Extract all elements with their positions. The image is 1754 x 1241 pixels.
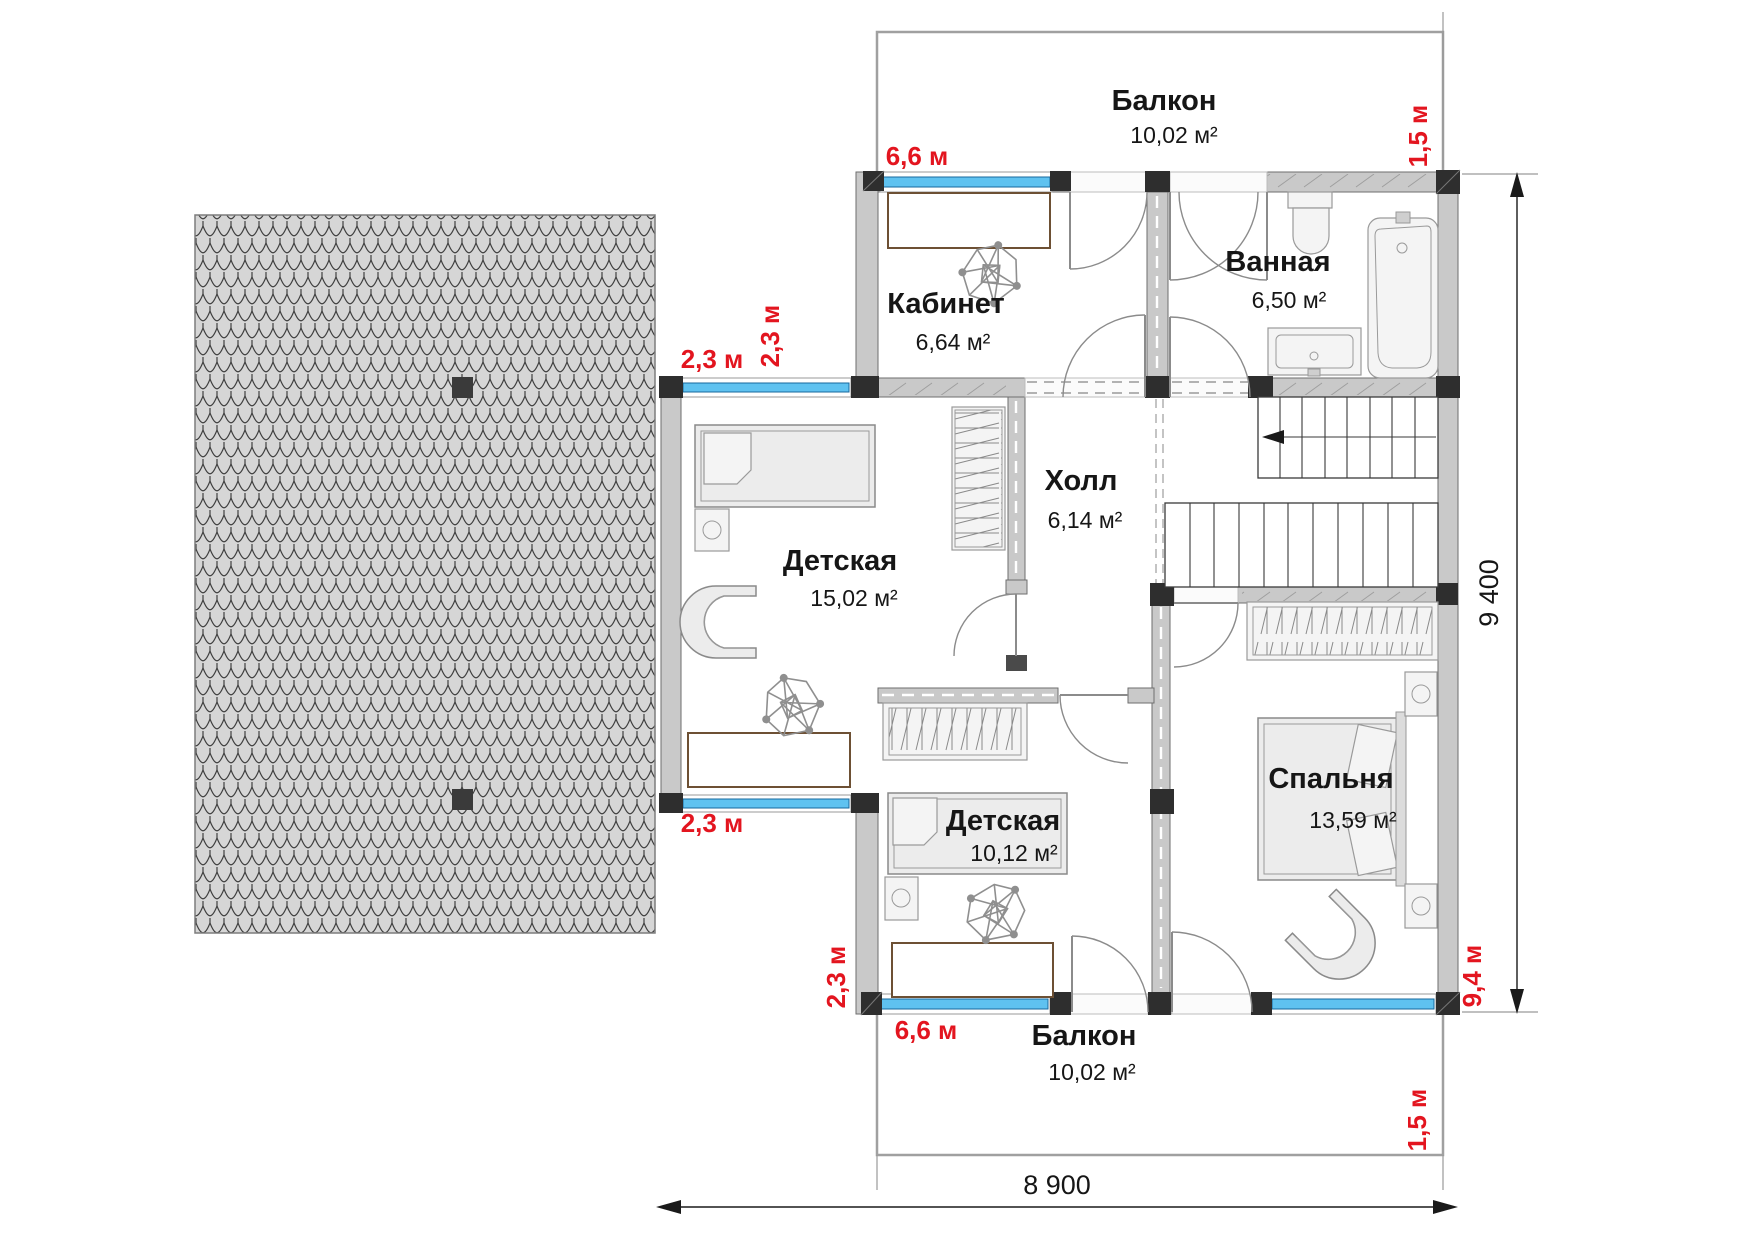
dim-label: 6,6 м bbox=[895, 1015, 958, 1045]
wall-left-kids-large bbox=[660, 377, 682, 813]
room-label: Спальня bbox=[1268, 763, 1393, 795]
doors bbox=[953, 191, 1268, 1013]
headboard bbox=[1395, 711, 1407, 887]
wall-left-upper bbox=[855, 171, 879, 398]
dim-label: 2,3 м bbox=[755, 305, 785, 368]
sink-icon bbox=[1267, 327, 1362, 376]
post-braces bbox=[860, 169, 1461, 1016]
room-area: 6,64 м² bbox=[916, 329, 991, 355]
door-arc-office bbox=[1062, 314, 1146, 398]
dim-label: 1,5 м bbox=[1403, 105, 1433, 168]
door-arc-kids-small bbox=[1059, 694, 1129, 764]
window-kids-large-bottom bbox=[682, 798, 850, 809]
dim-label: 2,3 м bbox=[681, 808, 744, 838]
room-label: Ванная bbox=[1225, 246, 1330, 278]
chimney-icon bbox=[452, 789, 473, 810]
bathtub-tap bbox=[1395, 211, 1411, 224]
red-dimension-labels: 6,6 м 2,3 м 2,3 м 1,5 м 2,3 м 2,3 м 6,6 … bbox=[681, 105, 1487, 1152]
window-kids-large-top bbox=[682, 382, 850, 393]
staircase bbox=[1155, 396, 1439, 588]
door-arc-bedroom bbox=[1173, 602, 1239, 668]
room-label: Детская bbox=[946, 805, 1060, 837]
balcony-bottom-outline bbox=[875, 1015, 1445, 1157]
dim-label: 2,3 м bbox=[681, 344, 744, 374]
toilet-tank bbox=[1287, 191, 1333, 209]
room-area: 6,50 м² bbox=[1252, 287, 1327, 313]
toilet-icon bbox=[1292, 207, 1330, 255]
room-area: 10,02 м² bbox=[1130, 122, 1218, 148]
door-arc-balcony-bedroom bbox=[1171, 931, 1253, 1013]
wall-kids-small-top2 bbox=[1127, 687, 1155, 704]
dim-label: 9,4 м bbox=[1457, 945, 1487, 1008]
nightstand bbox=[694, 508, 730, 552]
desk-office bbox=[887, 192, 1051, 249]
overall-width-label: 8 900 bbox=[1023, 1170, 1091, 1200]
room-label: Балкон bbox=[1032, 1020, 1137, 1052]
overall-dimension-labels: 9 400 8 900 bbox=[1023, 559, 1504, 1200]
desk-kids-small bbox=[891, 942, 1054, 998]
desk-kids-large bbox=[687, 732, 851, 788]
pillow bbox=[1345, 811, 1399, 877]
sink-tap bbox=[1307, 368, 1321, 377]
overall-height-label: 9 400 bbox=[1474, 559, 1504, 627]
dim-label: 1,5 м bbox=[1402, 1089, 1432, 1152]
room-labels: Балкон 10,02 м² Кабинет 6,64 м² Ванная 6… bbox=[783, 85, 1397, 1085]
wall-left-lower bbox=[855, 794, 879, 1015]
pillow bbox=[1345, 723, 1399, 789]
nightstand bbox=[884, 876, 919, 921]
room-area: 10,02 м² bbox=[1048, 1059, 1136, 1085]
door-arc-kids-large bbox=[953, 593, 1017, 657]
door-arc-bathroom bbox=[1169, 316, 1251, 398]
stair-direction-arrow bbox=[1262, 430, 1284, 444]
door-openings bbox=[1024, 171, 1268, 1015]
nightstand bbox=[1404, 671, 1438, 717]
armchair-icon bbox=[679, 585, 757, 659]
wall-hatching bbox=[882, 174, 1434, 601]
window-top bbox=[881, 176, 1051, 188]
room-label: Детская bbox=[783, 545, 897, 577]
door-arc-balcony-bath-right bbox=[1178, 191, 1268, 281]
room-area: 15,02 м² bbox=[810, 585, 898, 611]
roof-tiles bbox=[194, 214, 656, 934]
room-label: Холл bbox=[1045, 465, 1118, 497]
door-arc-balcony-kids-small bbox=[1071, 935, 1149, 1013]
nightstand bbox=[1404, 883, 1438, 929]
window-bottom-left bbox=[879, 998, 1049, 1010]
stair-lower-flight bbox=[1164, 502, 1439, 588]
room-area: 6,14 м² bbox=[1048, 507, 1123, 533]
armchair-icon bbox=[1284, 888, 1391, 995]
window-bottom-right bbox=[1271, 998, 1435, 1010]
door-arc-balcony-bath-left bbox=[1169, 191, 1259, 281]
room-area: 13,59 м² bbox=[1309, 807, 1397, 833]
pillow bbox=[703, 432, 752, 485]
furniture bbox=[679, 191, 1439, 998]
dim-label: 2,3 м bbox=[821, 946, 851, 1009]
room-label: Балкон bbox=[1112, 85, 1217, 117]
roof bbox=[194, 214, 656, 934]
wall-cap bbox=[1005, 579, 1028, 595]
dim-label: 6,6 м bbox=[886, 141, 949, 171]
chimney-icon bbox=[452, 377, 473, 398]
dimension-lines bbox=[656, 12, 1538, 1214]
door-arc-balcony-office bbox=[1069, 191, 1148, 270]
room-area: 10,12 м² bbox=[970, 840, 1058, 866]
pillow bbox=[892, 797, 938, 846]
room-label: Кабинет bbox=[887, 288, 1004, 320]
